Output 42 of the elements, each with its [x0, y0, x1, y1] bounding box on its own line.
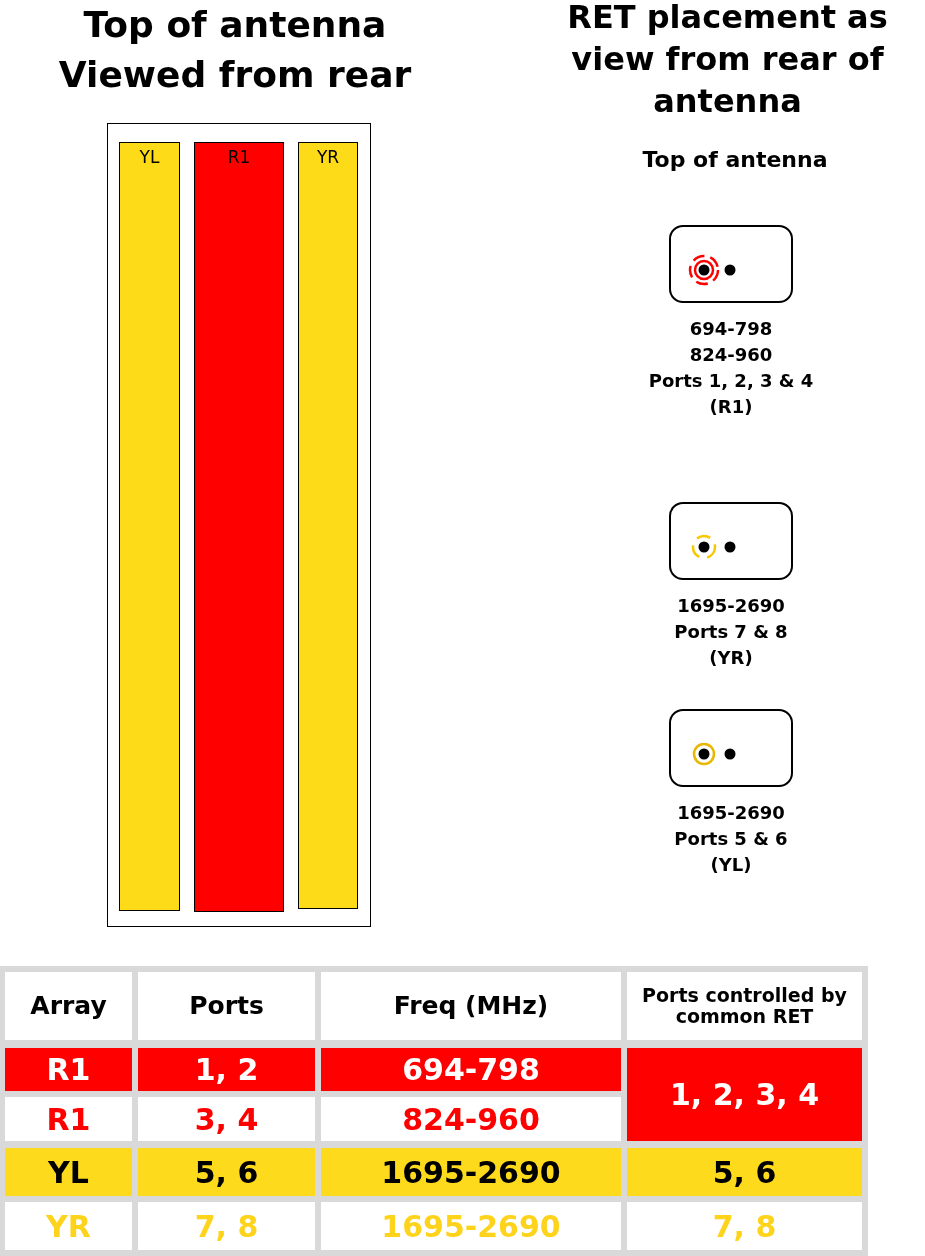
table-cell: 1695-2690: [321, 1202, 621, 1250]
table-cell: Array: [5, 972, 132, 1040]
caption-text: Ports 1, 2, 3 & 4: [647, 369, 815, 393]
caption-text: 824-960: [688, 343, 774, 367]
title-text: RET placement as view from rear of antenna: [566, 0, 889, 122]
caption-text: (YL): [709, 853, 753, 877]
table-cell: R1: [5, 1097, 132, 1141]
caption-text: (R1): [708, 395, 754, 419]
table-cell: 7, 8: [138, 1202, 315, 1250]
caption-text: 1695-2690: [676, 801, 786, 825]
table-cell: 3, 4: [138, 1097, 315, 1141]
array-column: [194, 142, 284, 912]
caption-text: 1695-2690: [676, 594, 786, 618]
column-label: YR: [315, 147, 341, 167]
table-cell: 824-960: [321, 1097, 621, 1141]
table-cell: 5, 6: [627, 1148, 862, 1196]
table-cell: YR: [5, 1202, 132, 1250]
heading-text: Top of antenna: [641, 146, 829, 174]
array-column: [298, 142, 358, 909]
ret-box: [669, 709, 793, 787]
caption-text: 694-798: [688, 317, 774, 341]
table-cell: R1: [5, 1048, 132, 1091]
column-label: R1: [226, 147, 252, 167]
table-cell: 7, 8: [627, 1202, 862, 1250]
table-cell: 5, 6: [138, 1148, 315, 1196]
title-text: Top of antenna Viewed from rear: [57, 3, 413, 97]
ret-box: [669, 225, 793, 303]
ret-box: [669, 502, 793, 580]
table-cell: Freq (MHz): [321, 972, 621, 1040]
table-cell: Ports controlled by common RET: [627, 972, 862, 1040]
caption-text: Ports 5 & 6: [673, 827, 789, 851]
antenna-outline: [107, 123, 371, 927]
table-cell: Ports: [138, 972, 315, 1040]
table-cell: 1, 2: [138, 1048, 315, 1091]
column-label: YL: [138, 147, 161, 167]
table-cell: 694-798: [321, 1048, 621, 1091]
caption-text: Ports 7 & 8: [673, 620, 789, 644]
caption-text: (YR): [708, 646, 754, 670]
table-cell: 1, 2, 3, 4: [627, 1048, 862, 1141]
array-column: [119, 142, 180, 911]
table-cell: 1695-2690: [321, 1148, 621, 1196]
table-cell: YL: [5, 1148, 132, 1196]
